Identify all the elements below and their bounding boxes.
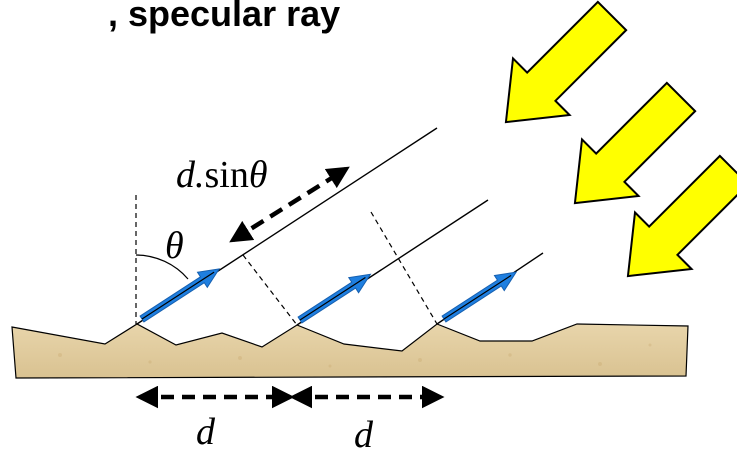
wavefront-1	[242, 254, 298, 326]
specular-ray-arrow-2	[297, 273, 372, 324]
spacing-label-right: d	[354, 414, 374, 452]
path-difference-sin: sin	[205, 154, 249, 196]
incoming-light-arrow-1	[504, 0, 628, 124]
header-text: , specular ray	[108, 0, 340, 34]
path-difference-arrow	[229, 166, 350, 243]
path-difference-label: d.sinθ	[176, 154, 268, 196]
incoming-light-arrow-3	[626, 154, 737, 278]
angle-arc	[135, 254, 189, 280]
path-difference-d: d.	[176, 154, 205, 196]
rough-surface	[11, 323, 689, 379]
path-difference-theta: θ	[249, 154, 268, 196]
angle-label: θ	[165, 225, 184, 267]
wavefront-2	[370, 211, 438, 325]
spacing-label-left: d	[196, 411, 216, 452]
surface-texture	[58, 343, 652, 368]
incoming-light-arrow-2	[573, 81, 697, 205]
specular-ray-arrow-3	[441, 271, 518, 323]
specular-ray-arrow-1	[139, 268, 221, 323]
